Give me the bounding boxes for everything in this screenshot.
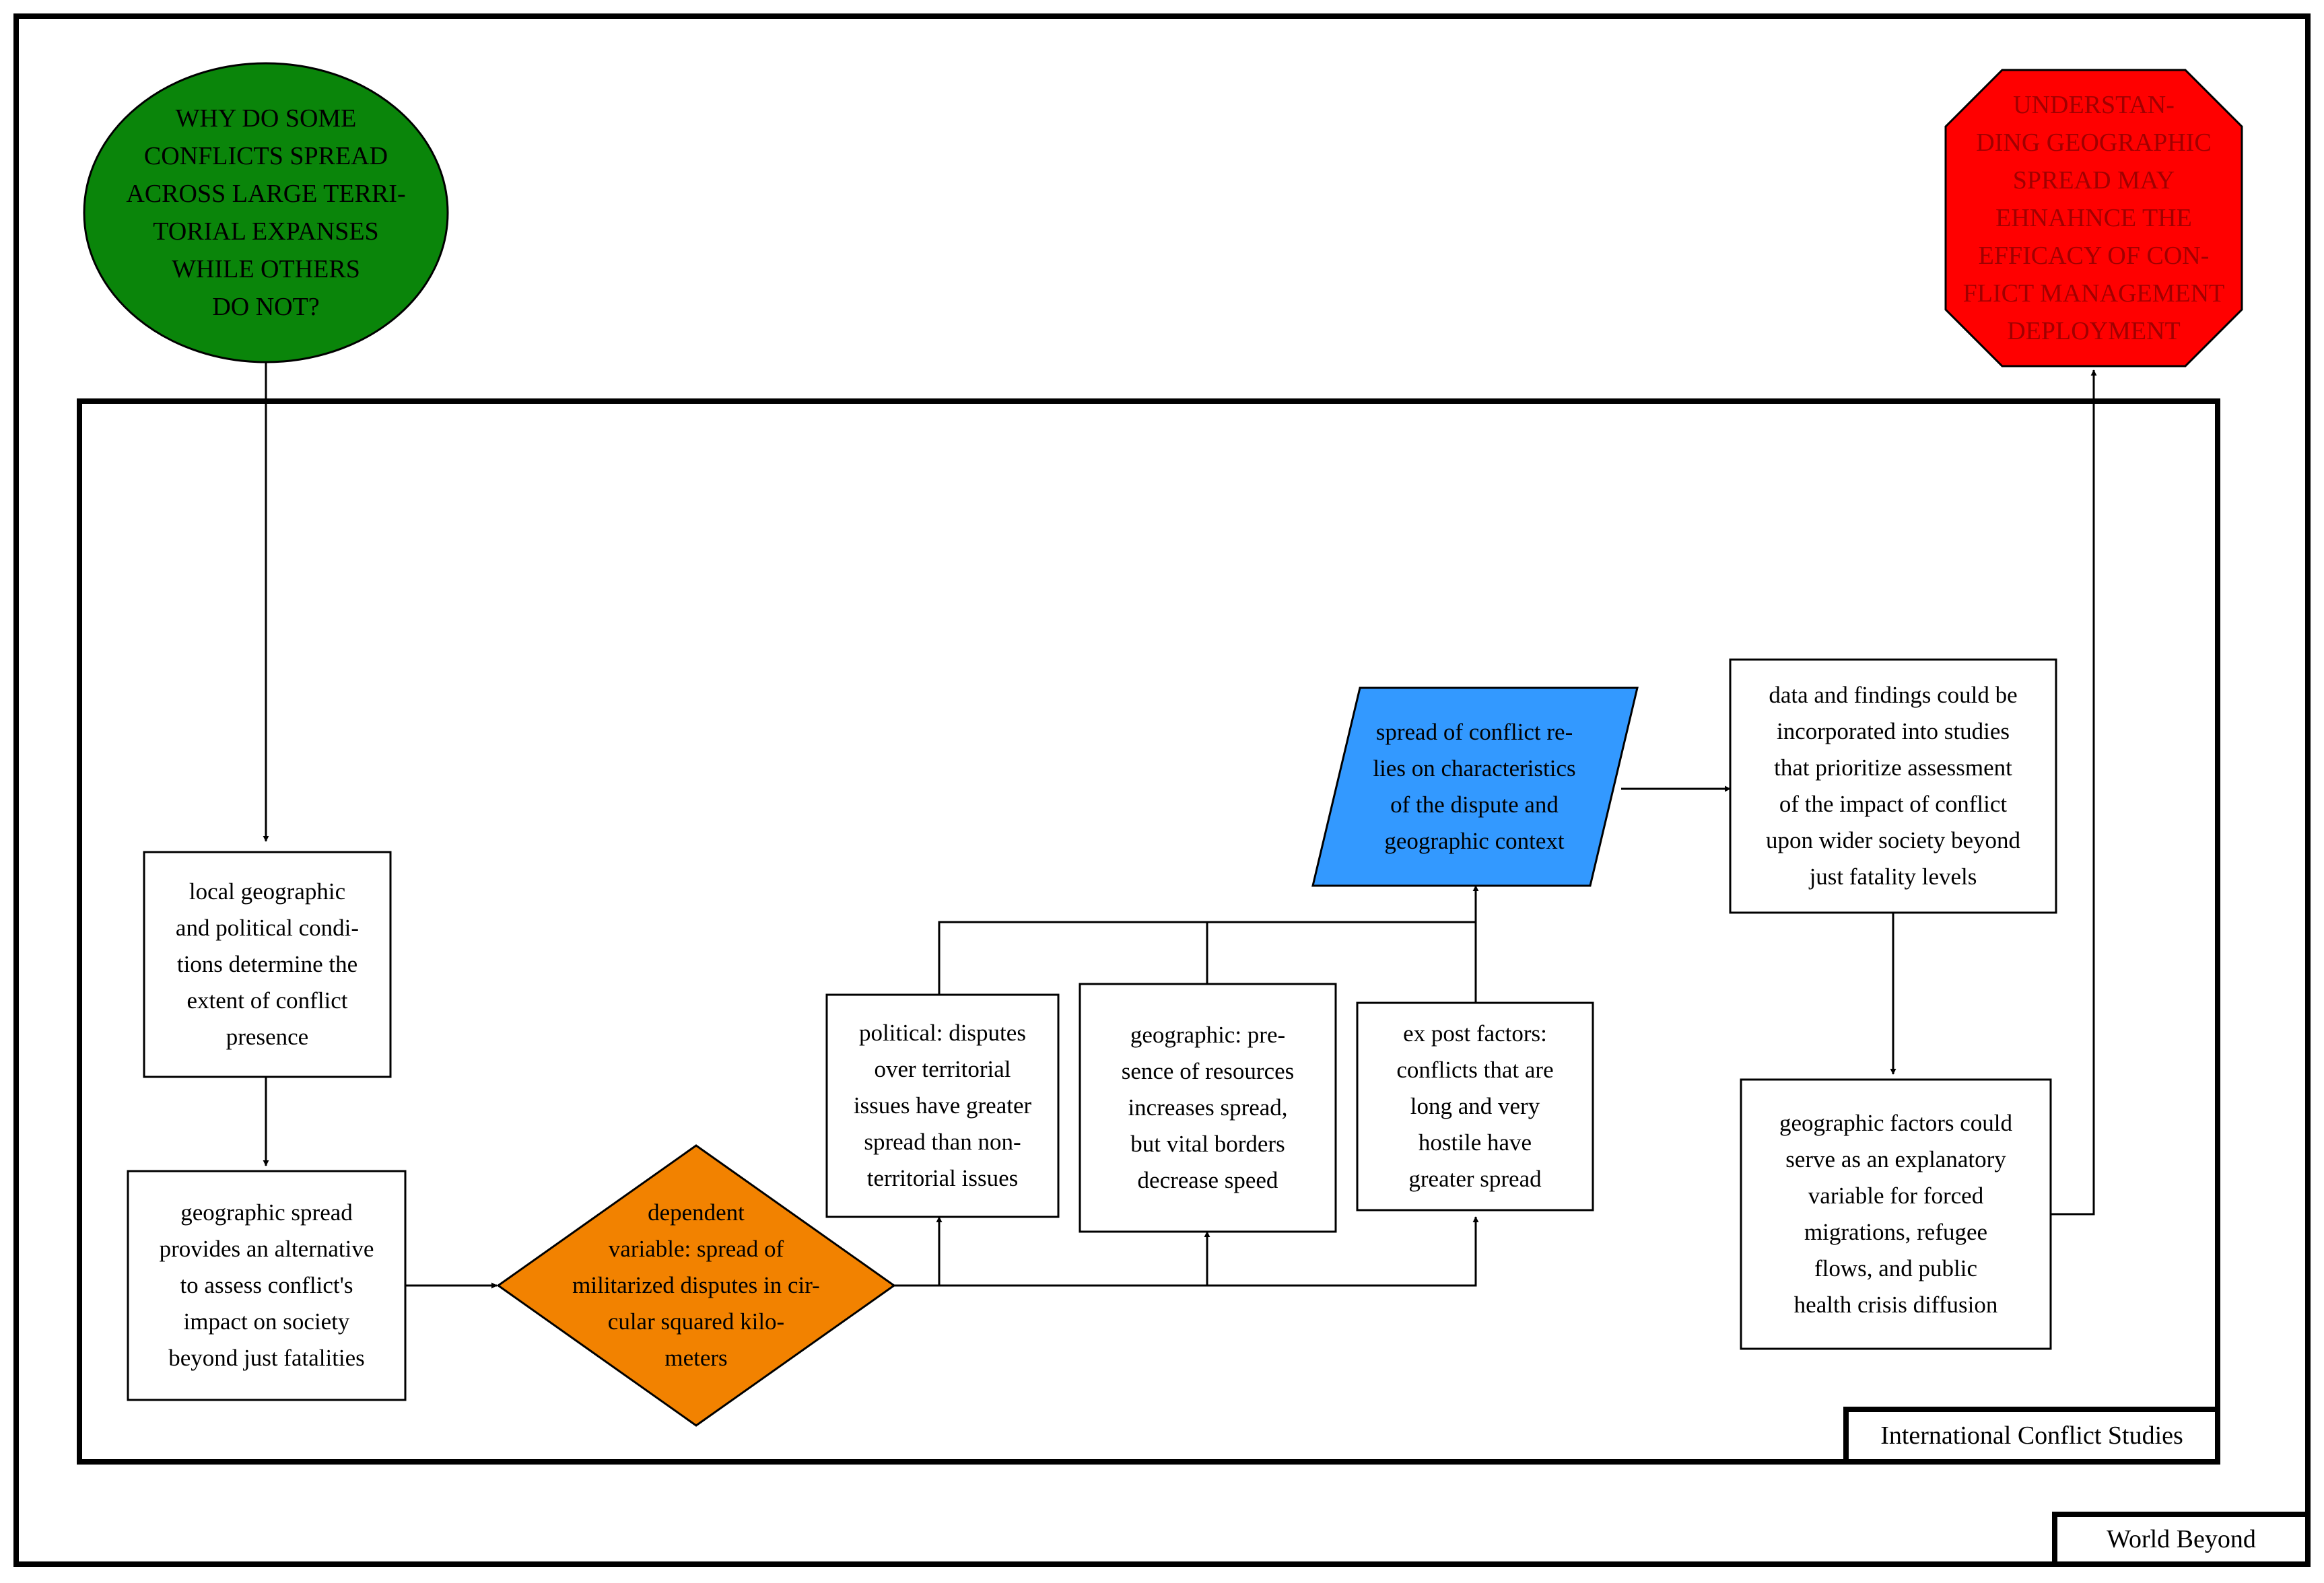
node-dependent-variable-text: dependent variable: spread of militarize…	[572, 1199, 820, 1371]
node-ex-post-text: ex post factors: conflicts that are long…	[1396, 1020, 1554, 1192]
node-geographic-factors-text: geographic factors could serve as an exp…	[1779, 1110, 2012, 1318]
node-political-text: political: disputes over territorial iss…	[853, 1020, 1032, 1191]
connector-dependent-to-ex-post	[894, 1216, 1479, 1287]
outer-frame	[13, 13, 2311, 1567]
node-data-findings-box	[1729, 658, 2057, 914]
connector-factors-merge	[938, 921, 1476, 995]
node-local-conditions-box	[143, 851, 392, 1078]
inner-frame-label: International Conflict Studies	[1880, 1421, 2183, 1450]
node-dependent-variable-diamond	[496, 1144, 896, 1427]
node-spread-relies-text: spread of conflict re- lies on character…	[1373, 719, 1576, 854]
node-geographic-spread-text: geographic spread provides an alternativ…	[159, 1199, 374, 1371]
node-outcome-octagon	[1944, 69, 2243, 367]
node-question-text: WHY DO SOME CONFLICTS SPREAD ACROSS LARG…	[126, 104, 406, 321]
node-geographic-box	[1079, 983, 1337, 1233]
inner-frame	[77, 398, 2220, 1465]
node-question-ellipse	[83, 62, 449, 363]
inner-frame-label-box	[1843, 1407, 2220, 1465]
node-geographic-text: geographic: pre- sence of resources incr…	[1121, 1022, 1295, 1193]
connector-factors-to-outcome	[2051, 370, 2097, 1216]
node-local-conditions-text: local geographic and political condi- ti…	[175, 878, 360, 1050]
node-data-findings-text: data and findings could be incorporated …	[1765, 682, 2021, 890]
node-geographic-spread-box	[127, 1170, 407, 1401]
node-outcome-text: UNDERSTAN- DING GEOGRAPHIC SPREAD MAY EH…	[1962, 91, 2225, 345]
node-ex-post-box	[1356, 1001, 1594, 1211]
node-geographic-factors-box	[1740, 1078, 2052, 1350]
node-spread-relies-parallelogram	[1311, 687, 1639, 887]
outer-frame-label: World Beyond	[2107, 1525, 2256, 1553]
outer-frame-label-box	[2052, 1512, 2311, 1567]
node-political-box	[825, 993, 1060, 1218]
